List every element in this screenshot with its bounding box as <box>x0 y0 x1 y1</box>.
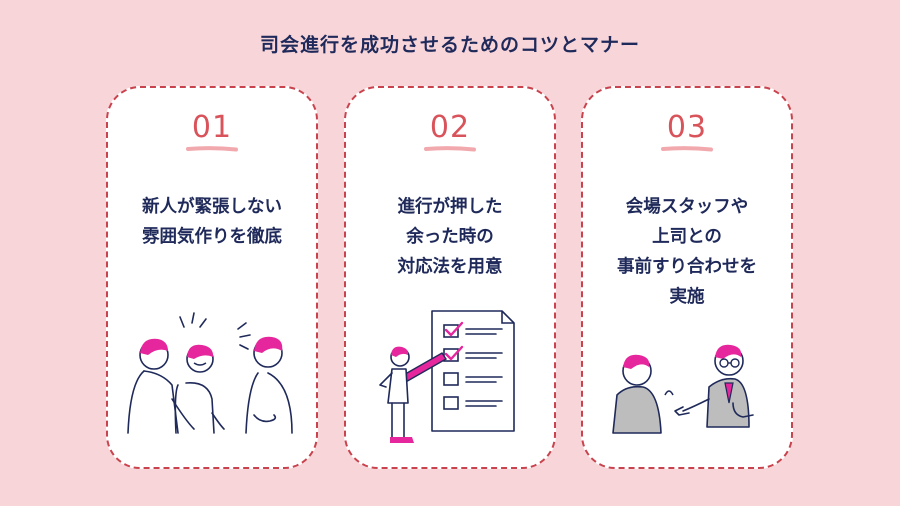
brush-underline-icon <box>186 146 238 152</box>
card-text: 新人が緊張しない 雰囲気作りを徹底 <box>108 192 316 252</box>
card-line: 実施 <box>669 287 705 307</box>
card-number: 02 <box>429 110 471 145</box>
card-line: 対応法を用意 <box>397 257 503 277</box>
brush-underline-icon <box>661 146 713 152</box>
card-text: 進行が押した 余った時の 対応法を用意 <box>346 192 554 282</box>
brush-underline-icon <box>424 146 476 152</box>
tip-card-2: 02 進行が押した 余った時の 対応法を用意 <box>344 86 556 469</box>
handshake-meeting-illustration <box>612 344 754 434</box>
card-line: 新人が緊張しない <box>142 197 282 217</box>
page-title: 司会進行を成功させるためのコツとマナー <box>259 34 640 56</box>
people-talking-illustration <box>127 312 293 434</box>
card-line: 事前すり合わせを <box>617 257 757 277</box>
card-number: 03 <box>666 110 708 145</box>
card-line: 進行が押した <box>397 197 503 217</box>
card-number: 01 <box>191 110 233 145</box>
tip-card-1: 01 新人が緊張しない 雰囲気作りを徹底 <box>106 86 318 469</box>
card-line: 雰囲気作りを徹底 <box>142 227 282 247</box>
card-line: 余った時の <box>406 227 494 247</box>
card-line: 上司との <box>652 227 722 247</box>
checklist-person-illustration <box>379 310 515 443</box>
card-text: 会場スタッフや 上司との 事前すり合わせを 実施 <box>583 192 791 312</box>
card-line: 会場スタッフや <box>625 197 749 217</box>
tip-card-3: 03 会場スタッフや 上司との 事前すり合わせを 実施 <box>581 86 793 469</box>
